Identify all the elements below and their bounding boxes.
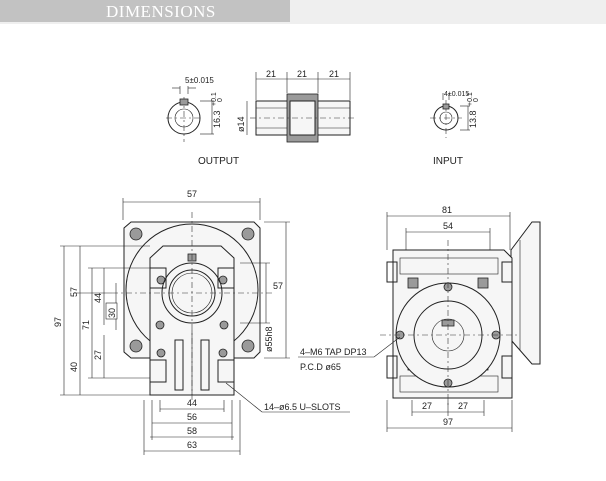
front-view: 57 97 57 (53, 189, 350, 455)
shaft-segment-2: 21 (297, 69, 307, 79)
output-label: OUTPUT (198, 156, 239, 167)
front-width-top: 57 (187, 189, 197, 199)
front-slots-note: 14–ø6.5 U–SLOTS (264, 402, 341, 412)
shaft-segment-3: 21 (329, 69, 339, 79)
input-end-view: 4±0.015 +0.1 0 13.8 INPUT (430, 91, 480, 167)
side-pcd-note: P.C.D ø65 (300, 362, 341, 372)
side-base-27-right: 27 (458, 401, 468, 411)
side-tap-note: 4–M6 TAP DP13 (300, 347, 367, 357)
front-dim-44-vertical: 44 (93, 293, 103, 303)
output-tol-bottom: 0 (217, 98, 224, 102)
side-width-54: 54 (443, 221, 453, 231)
header-band (0, 0, 290, 22)
input-keyway-width: 4±0.015 (444, 91, 469, 98)
front-lower-40: 40 (69, 362, 79, 372)
output-keyway-depth: 16.3 (212, 110, 222, 128)
front-base-44: 44 (187, 398, 197, 408)
output-keyway-width: 5±0.015 (185, 76, 214, 85)
front-dim-30-boxed: 30 (107, 308, 117, 318)
front-base-63: 63 (187, 440, 197, 450)
header-bar: DIMENSIONS (0, 0, 606, 24)
input-tol-top: +0.1 (467, 92, 474, 106)
input-keyway-depth: 13.8 (468, 110, 478, 128)
front-base-56: 56 (187, 412, 197, 422)
front-base-58: 58 (187, 426, 197, 436)
output-tol-top: +0.1 (211, 92, 218, 106)
side-width-97: 97 (443, 417, 453, 427)
front-right-57: 57 (273, 281, 283, 291)
front-pilot-diameter: ø55h8 (264, 326, 274, 352)
shaft-diameter: ø14 (236, 116, 246, 132)
input-label: INPUT (433, 156, 463, 167)
front-dim-27-vertical: 27 (93, 350, 103, 360)
input-tol-bottom: 0 (473, 98, 480, 102)
page-title: DIMENSIONS (106, 2, 216, 21)
shaft-side-view: 21 21 21 ø14 (236, 69, 356, 143)
front-upper-57: 57 (69, 287, 79, 297)
side-view: 81 54 4–M6 TAP DP13 P.C. (298, 205, 541, 432)
side-base-27-left: 27 (422, 401, 432, 411)
front-height-total: 97 (53, 317, 63, 327)
output-end-view: 5±0.015 +0.1 0 16.3 OUTPUT (166, 76, 239, 167)
shaft-segment-1: 21 (266, 69, 276, 79)
side-width-81: 81 (442, 205, 452, 215)
front-dim-71: 71 (81, 320, 91, 330)
